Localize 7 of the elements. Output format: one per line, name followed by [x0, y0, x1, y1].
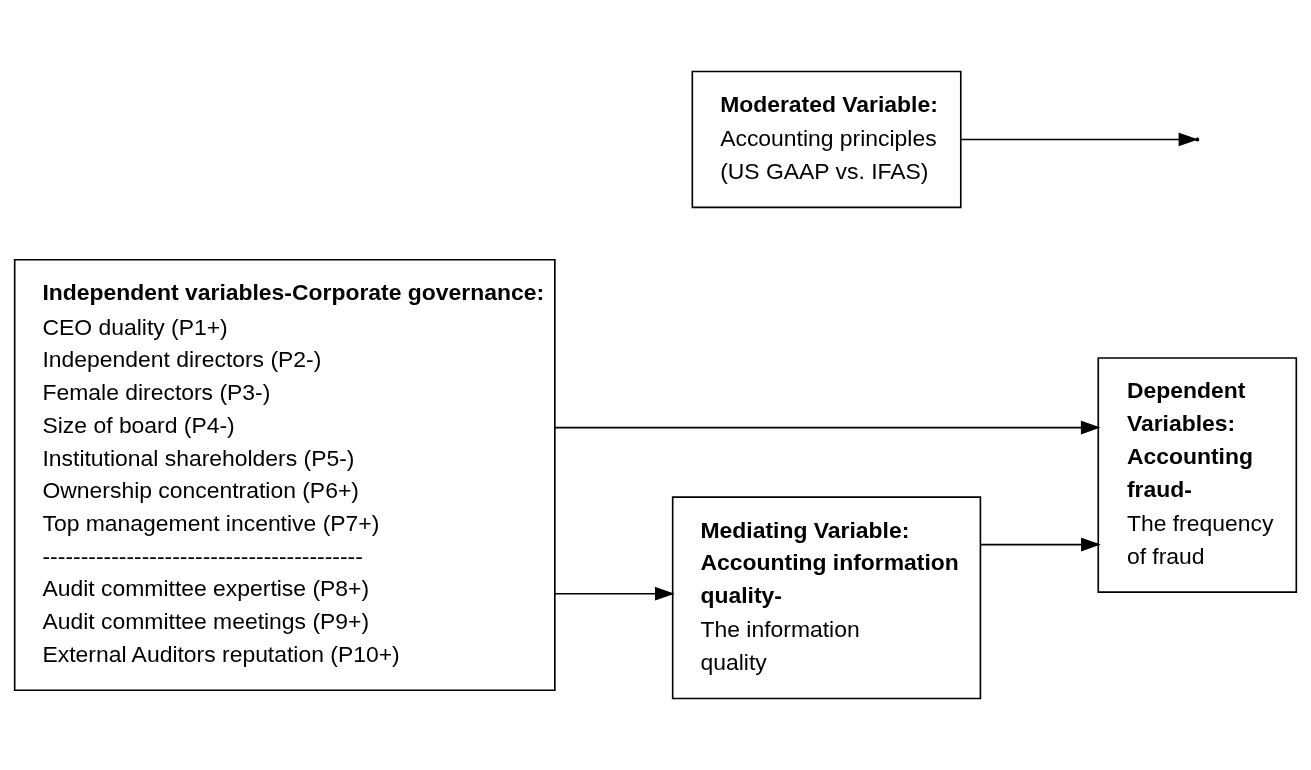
node-box: Independent variables-Corporate governance: CEO duality (P1+) Independent directors (P2-) Female directors (P3-) Size of board (P4-) Institutional shareholders (P5-) Ownership concentration (P6+) Top management incentive (P7+) ------------------------------------------ Audit committee expertise (P8+) Audit committee meetings (P9+) External Auditors reputation (P10+): [13, 258, 556, 692]
arrow: [554, 586, 675, 601]
arrow: [554, 420, 1101, 435]
node-box: Dependent Variables: Accounting fraud- The frequency of fraud: [1097, 357, 1298, 593]
node-box: Moderated Variable: Accounting principles (US GAAP vs. IFAS): [691, 70, 962, 209]
arrow: [979, 537, 1101, 552]
node-box: Mediating Variable: Accounting information quality- The information quality: [671, 496, 982, 700]
